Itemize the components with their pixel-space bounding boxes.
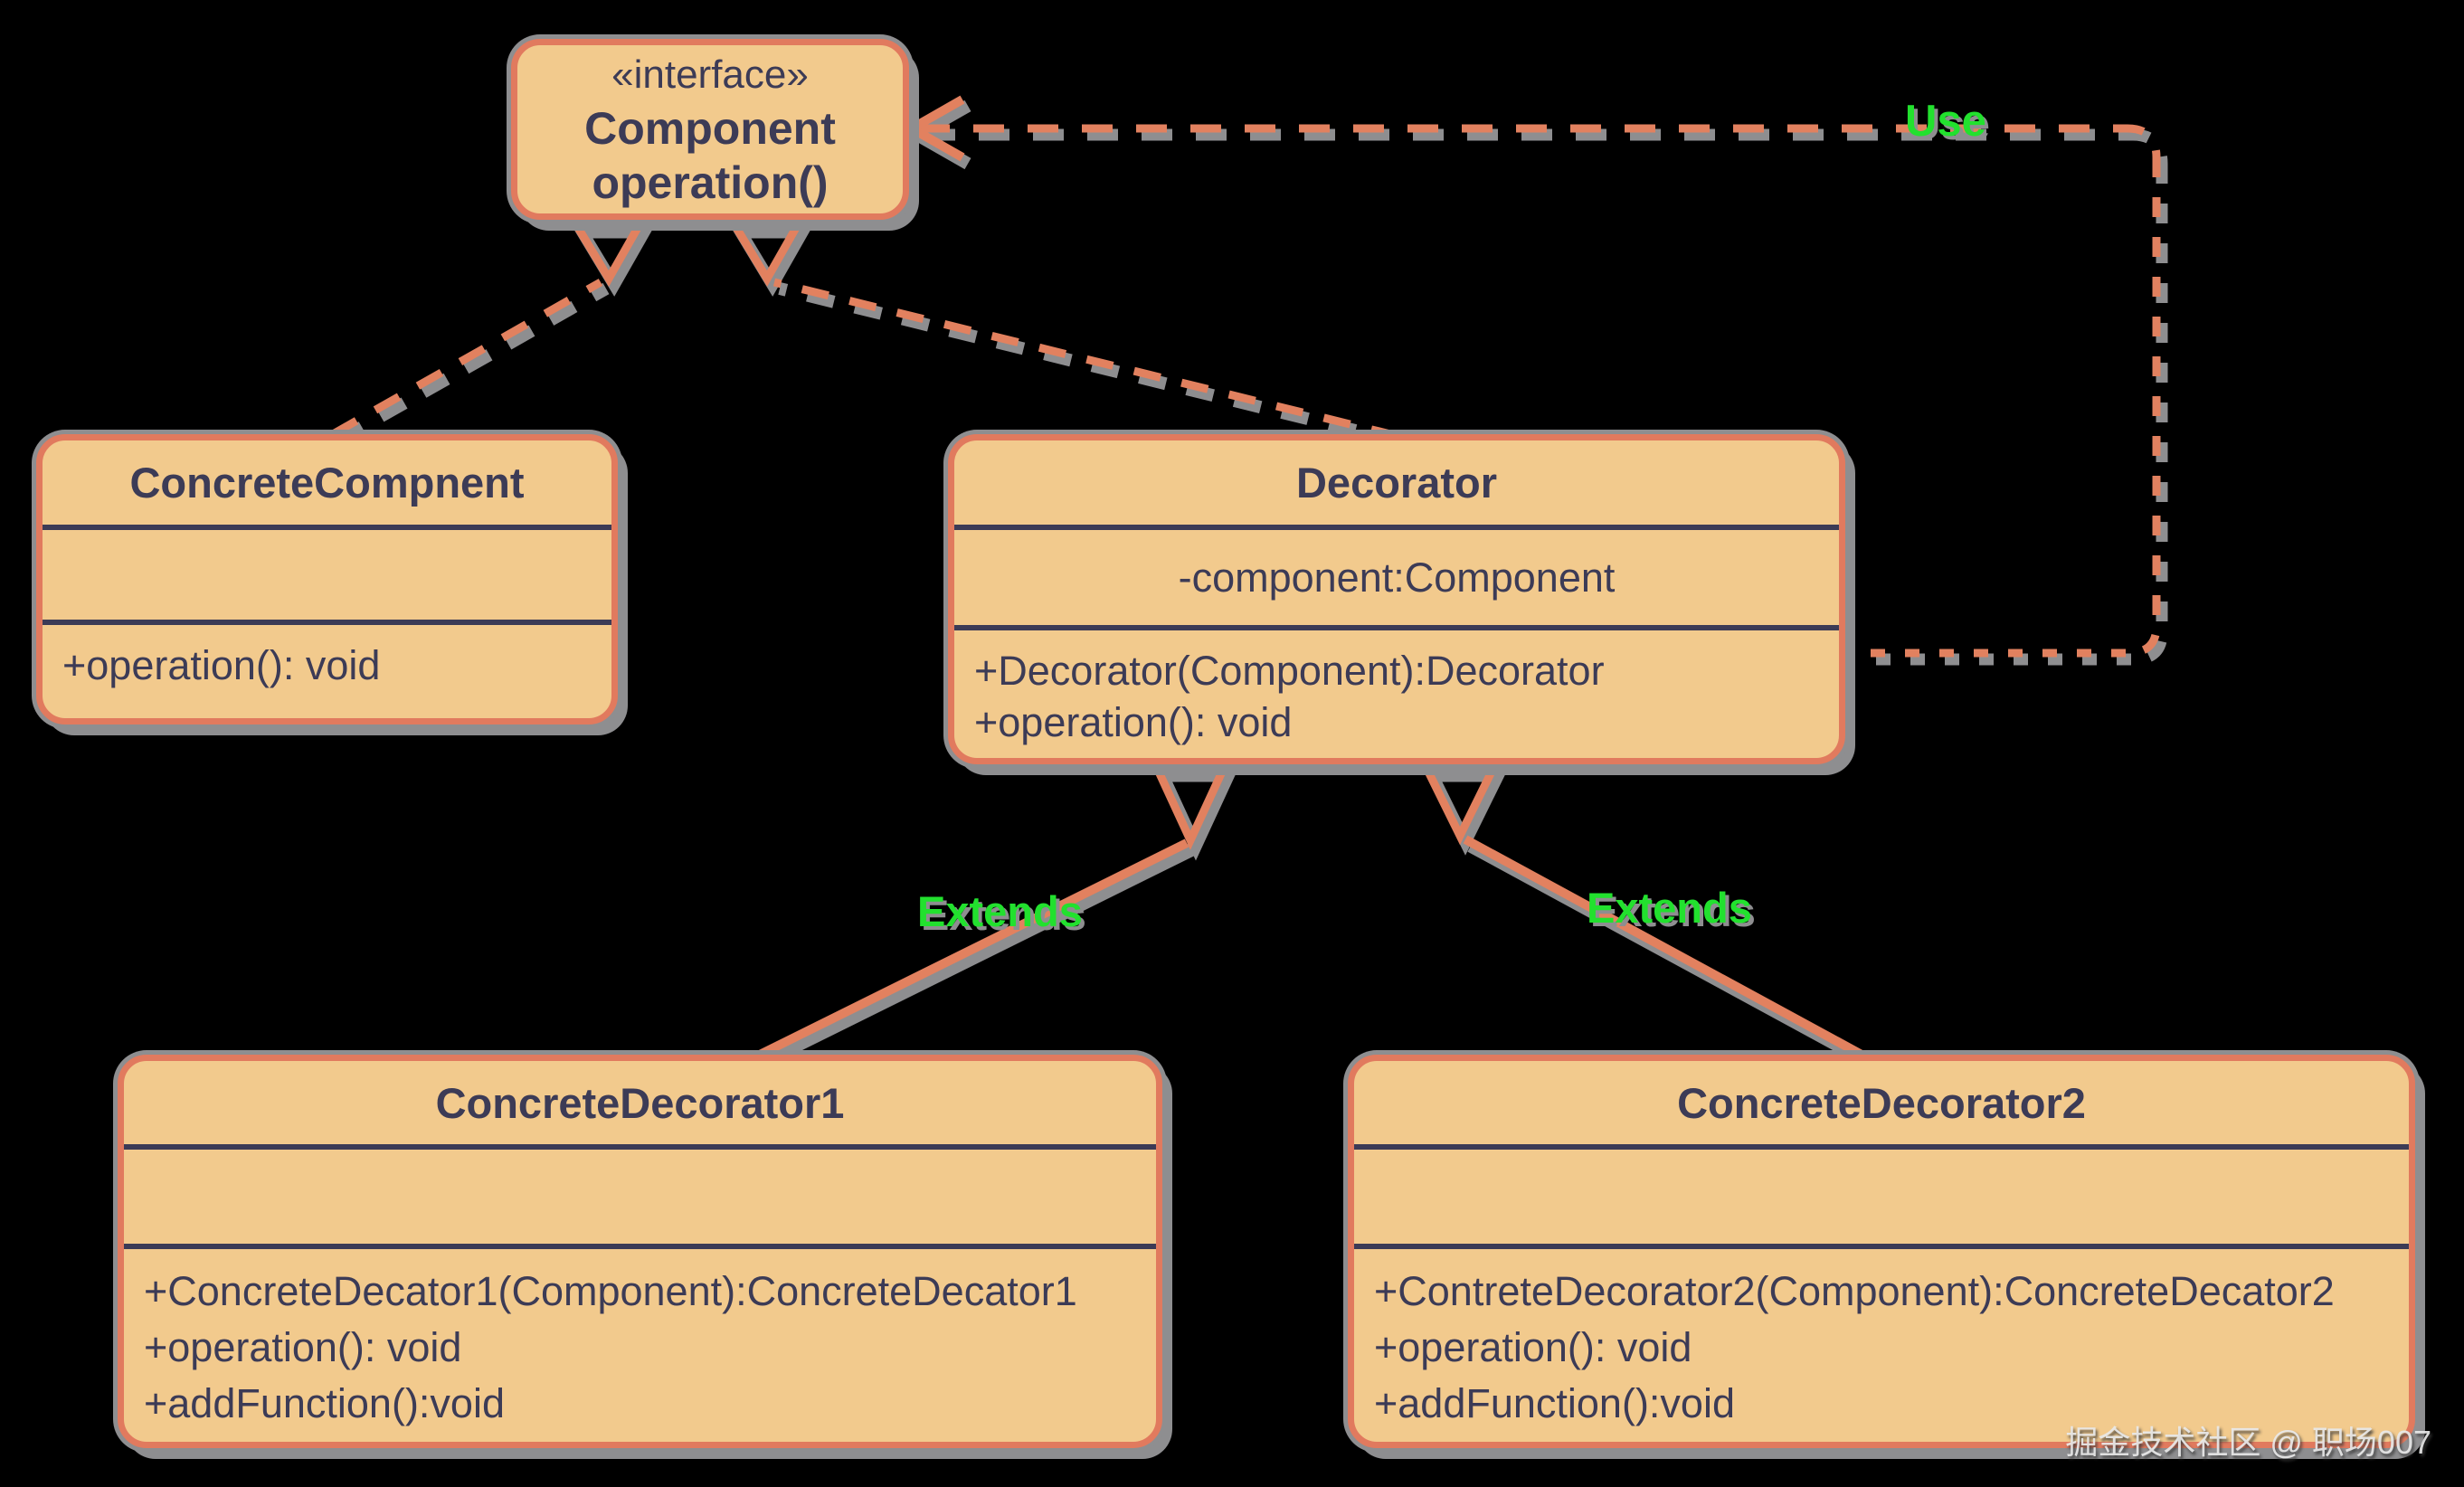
attribute-line: -component:Component <box>1178 554 1616 601</box>
class-box-concrete-decorator1: ConcreteDecorator1 +ConcreteDecator1(Com… <box>118 1055 1162 1448</box>
dependency-use-decorator-to-component <box>902 95 2161 658</box>
method-line: +ConcreteDecator1(Component):ConcreteDec… <box>144 1268 1077 1314</box>
class-box-concrete-component: ConcreteCompnent +operation(): void <box>36 434 618 725</box>
class-name: ConcreteDecorator1 <box>435 1078 845 1127</box>
method-line: +operation(): void <box>1374 1324 1692 1370</box>
concrete-decorator1-methods: +ConcreteDecator1(Component):ConcreteDec… <box>124 1244 1156 1442</box>
use-open-arrowhead <box>902 95 965 162</box>
component-operation: operation() <box>592 157 829 208</box>
generalization-concretedecorator2-to-decorator <box>1420 765 1864 1059</box>
concrete-component-title: ConcreteCompnent <box>43 440 611 525</box>
concrete-component-attributes <box>43 525 611 620</box>
extends-label-right: Extends <box>1587 884 1752 932</box>
class-box-concrete-decorator2: ConcreteDecorator2 +ContreteDecorator2(C… <box>1348 1055 2415 1448</box>
class-name: Decorator <box>1295 459 1497 507</box>
component-name: Component <box>584 103 836 154</box>
method-line: +operation(): void <box>974 699 1293 745</box>
watermark: 掘金技术社区 @ 职场007 <box>2065 1424 2431 1461</box>
concrete-decorator2-methods: +ContreteDecorator2(Component):ConcreteD… <box>1354 1244 2409 1442</box>
extends-label-left: Extends <box>917 887 1083 935</box>
decorator-methods: +Decorator(Component):Decorator +operati… <box>954 625 1839 758</box>
method-line: +ContreteDecorator2(Component):ConcreteD… <box>1374 1268 2335 1314</box>
method-line: +operation(): void <box>144 1324 462 1370</box>
class-name: ConcreteCompnent <box>129 459 525 507</box>
class-name: ConcreteDecorator2 <box>1677 1078 2086 1127</box>
use-label: Use <box>1905 97 1986 146</box>
class-box-component: «interface» Component operation() <box>511 39 909 220</box>
method-line: +operation(): void <box>62 642 381 688</box>
realization-concretecomponent-to-component <box>330 222 646 438</box>
method-line: +addFunction():void <box>1374 1380 1735 1426</box>
component-stereotype: «interface» <box>611 52 809 97</box>
method-line: +addFunction():void <box>144 1380 505 1426</box>
decorator-attributes: -component:Component <box>954 525 1839 625</box>
method-line: +Decorator(Component):Decorator <box>974 648 1605 694</box>
class-box-decorator: Decorator -component:Component +Decorato… <box>948 434 1845 764</box>
concrete-decorator2-title: ConcreteDecorator2 <box>1354 1061 2409 1144</box>
concrete-component-methods: +operation(): void <box>43 620 611 718</box>
concrete-decorator1-title: ConcreteDecorator1 <box>124 1061 1156 1144</box>
realization-decorator-to-component <box>728 222 1399 440</box>
concrete-decorator2-attributes <box>1354 1144 2409 1244</box>
generalization-concretedecorator1-to-decorator <box>757 765 1230 1059</box>
concrete-decorator1-attributes <box>124 1144 1156 1244</box>
decorator-title: Decorator <box>954 440 1839 525</box>
